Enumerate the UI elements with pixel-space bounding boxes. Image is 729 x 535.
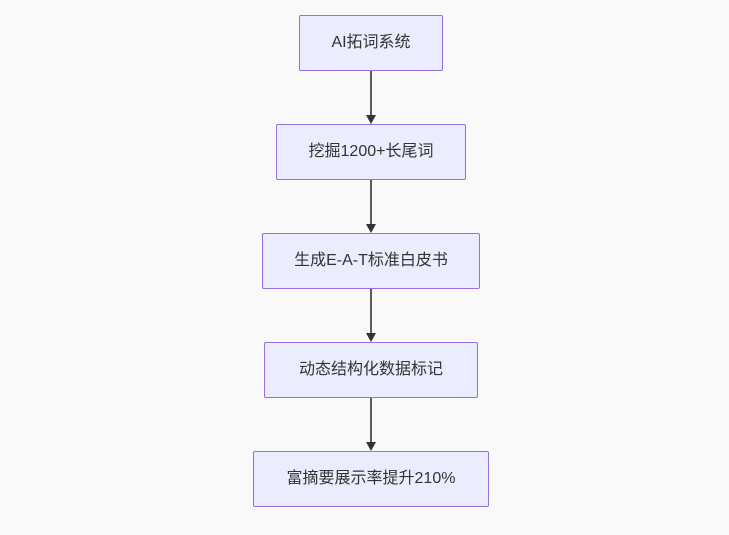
flow-node-ai-word-expansion-system: AI拓词系统 [299,15,443,71]
flow-arrow-2 [366,180,376,233]
node-label: 富摘要展示率提升210% [286,470,456,487]
arrow-line [370,71,372,115]
arrowhead-down-icon [366,115,376,124]
flow-arrow-4 [366,398,376,451]
flow-node-longtail-keywords: 挖掘1200+长尾词 [276,124,466,180]
node-label: 动态结构化数据标记 [298,361,443,378]
arrowhead-down-icon [366,224,376,233]
arrowhead-down-icon [366,333,376,342]
arrow-line [370,398,372,442]
node-label: 挖掘1200+长尾词 [308,143,434,160]
arrowhead-down-icon [366,442,376,451]
flow-arrow-3 [366,289,376,342]
flow-node-eat-whitepaper: 生成E-A-T标准白皮书 [262,233,480,289]
arrow-line [370,289,372,333]
flow-node-structured-data-markup: 动态结构化数据标记 [264,342,478,398]
flow-node-rich-snippet-rate: 富摘要展示率提升210% [253,451,489,507]
node-label: 生成E-A-T标准白皮书 [294,252,448,269]
arrow-line [370,180,372,224]
flow-arrow-1 [366,71,376,124]
flowchart: AI拓词系统 挖掘1200+长尾词 生成E-A-T标准白皮书 动态结构化数据标记 [253,15,489,507]
node-label: AI拓词系统 [331,34,411,51]
